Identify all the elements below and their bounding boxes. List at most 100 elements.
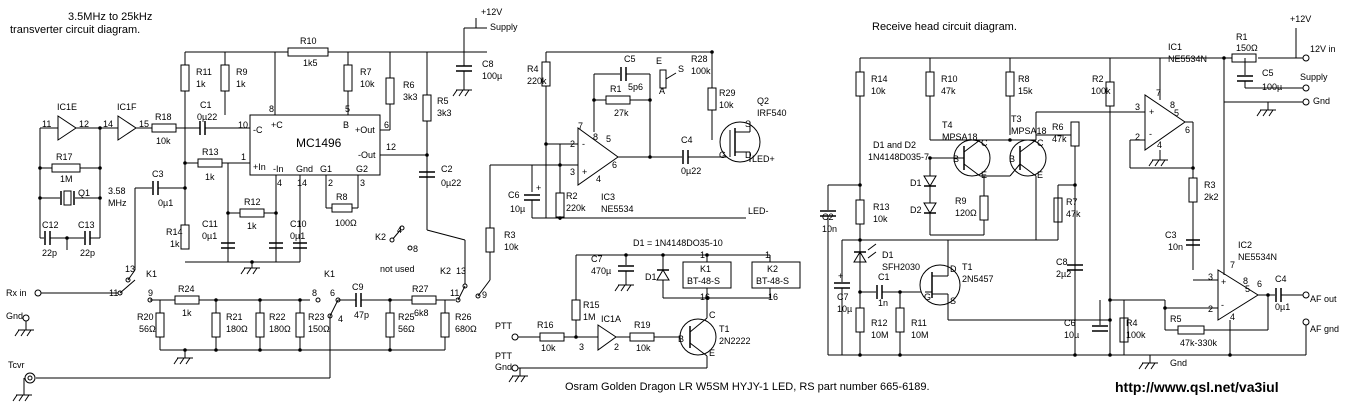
svg-text:11: 11	[42, 119, 51, 129]
svg-text:-In: -In	[273, 164, 284, 174]
svg-text:5: 5	[1245, 284, 1250, 294]
svg-text:+: +	[1221, 277, 1226, 287]
svg-text:10k: 10k	[873, 214, 888, 224]
svg-text:C7: C7	[837, 292, 849, 302]
svg-text:Supply: Supply	[1300, 72, 1328, 82]
svg-text:T1: T1	[719, 324, 730, 334]
svg-text:K1: K1	[700, 264, 711, 274]
svg-text:22p: 22p	[42, 248, 57, 258]
rx-attenuator: Rx in Gnd K1 13 11 9 R24 1k R20 56Ω R21 …	[6, 262, 487, 402]
svg-text:IC1F: IC1F	[117, 102, 137, 112]
svg-text:14: 14	[103, 119, 113, 129]
svg-text:C8: C8	[1056, 257, 1068, 267]
svg-text:R9: R9	[236, 67, 248, 77]
svg-text:0µ1: 0µ1	[1275, 302, 1290, 312]
svg-text:5p6: 5p6	[628, 82, 643, 92]
svg-text:2N2222: 2N2222	[719, 336, 751, 346]
svg-text:+: +	[536, 183, 541, 193]
svg-text:3k3: 3k3	[437, 108, 452, 118]
svg-text:R1: R1	[1236, 32, 1248, 42]
svg-text:22p: 22p	[80, 248, 95, 258]
svg-text:C10: C10	[290, 219, 307, 229]
svg-text:10M: 10M	[871, 330, 889, 340]
svg-text:+12V: +12V	[481, 7, 502, 17]
r10-resistor: R10 1k5	[274, 36, 329, 115]
svg-text:3.58: 3.58	[108, 186, 126, 196]
svg-text:R18: R18	[155, 112, 172, 122]
svg-text:C13: C13	[78, 220, 95, 230]
svg-text:NE5534: NE5534	[601, 204, 634, 214]
svg-text:56Ω: 56Ω	[139, 324, 156, 334]
svg-text:R12: R12	[871, 318, 888, 328]
svg-text:16: 16	[700, 292, 710, 302]
footer-note: Osram Golden Dragon LR W5SM HYJY-1 LED, …	[565, 381, 930, 393]
svg-text:C: C	[981, 138, 988, 148]
svg-text:0µ1: 0µ1	[290, 231, 305, 241]
svg-text:3k3: 3k3	[403, 92, 418, 102]
svg-text:10n: 10n	[822, 224, 837, 234]
svg-text:10µ: 10µ	[510, 204, 525, 214]
svg-text:R12: R12	[244, 197, 261, 207]
svg-text:IC3: IC3	[601, 192, 615, 202]
svg-text:B: B	[343, 120, 349, 130]
svg-text:1: 1	[765, 250, 770, 260]
svg-text:11: 11	[450, 288, 459, 298]
svg-text:R15: R15	[583, 300, 600, 310]
svg-text:R3: R3	[1204, 180, 1216, 190]
svg-text:2: 2	[614, 342, 619, 352]
svg-text:1M: 1M	[583, 312, 596, 322]
svg-text:R6: R6	[1052, 122, 1064, 132]
svg-text:27k: 27k	[614, 108, 629, 118]
svg-text:0µ1: 0µ1	[202, 231, 217, 241]
svg-text:R8: R8	[1018, 74, 1030, 84]
svg-text:1n: 1n	[878, 298, 888, 308]
svg-text:R10: R10	[941, 74, 958, 84]
svg-text:C3: C3	[152, 169, 164, 179]
rx-front-end: R14 10k R10 47k R8 15k R2 100k T4 MPSA18…	[820, 58, 1187, 370]
svg-text:R11: R11	[196, 67, 212, 77]
svg-text:R14: R14	[166, 227, 183, 237]
svg-text:Q1: Q1	[78, 188, 90, 198]
svg-text:E: E	[981, 170, 987, 180]
svg-text:9: 9	[482, 290, 487, 300]
svg-text:R13: R13	[873, 202, 890, 212]
svg-text:R10: R10	[300, 36, 317, 46]
bias-network: C3 0µ1 R13 1k R12 1k R14 1k C11 0µ1 C10 …	[134, 147, 307, 275]
rx-supply: +12V 12V in R1 150Ω Supply Gnd C5 100µ	[860, 14, 1336, 117]
svg-text:R2: R2	[566, 191, 578, 201]
svg-text:R2: R2	[1092, 74, 1104, 84]
svg-text:IC1: IC1	[1168, 42, 1182, 52]
svg-text:-: -	[582, 139, 585, 149]
svg-text:Gnd: Gnd	[1313, 96, 1330, 106]
svg-text:47p: 47p	[354, 310, 369, 320]
r11-r9-resistors: R11 1k R9 1k	[180, 52, 248, 240]
svg-text:E: E	[709, 348, 715, 358]
svg-text:C1: C1	[878, 272, 890, 282]
svg-text:G: G	[924, 292, 931, 302]
svg-text:K2: K2	[440, 266, 451, 276]
svg-text:+: +	[582, 167, 587, 177]
svg-text:T3: T3	[1011, 114, 1022, 124]
ic3-amplifier: R3 10k - + 7 2 3 8 5 6 4 IC3 NE5534 R4 2…	[477, 50, 787, 297]
svg-text:+In: +In	[253, 162, 266, 172]
svg-text:6: 6	[1257, 279, 1262, 289]
svg-text:8: 8	[413, 244, 418, 254]
svg-text:10k: 10k	[504, 242, 519, 252]
svg-text:Gnd: Gnd	[1170, 358, 1187, 368]
svg-text:3: 3	[579, 342, 584, 352]
svg-text:5: 5	[1174, 108, 1179, 118]
svg-text:C5: C5	[624, 54, 636, 64]
svg-text:AF out: AF out	[1310, 294, 1337, 304]
svg-text:1k5: 1k5	[303, 58, 318, 68]
svg-text:4: 4	[397, 225, 402, 235]
svg-text:AF gnd: AF gnd	[1310, 324, 1339, 334]
svg-text:16: 16	[768, 292, 778, 302]
svg-text:12: 12	[79, 119, 89, 129]
svg-text:47k-330k: 47k-330k	[1180, 338, 1218, 348]
svg-text:1k: 1k	[196, 79, 206, 89]
svg-text:R24: R24	[178, 284, 195, 294]
svg-text:B: B	[953, 154, 959, 164]
svg-text:1k: 1k	[247, 221, 257, 231]
svg-text:C4: C4	[1275, 274, 1287, 284]
left-title-line2: transverter circuit diagram.	[10, 24, 140, 36]
